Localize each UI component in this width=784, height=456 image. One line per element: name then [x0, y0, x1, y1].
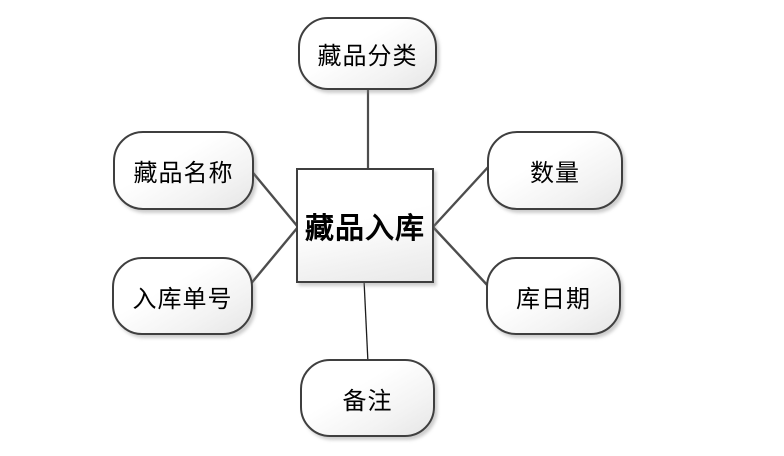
attribute-label-date: 库日期 — [516, 286, 591, 313]
attribute-node-quantity: 数量 — [487, 131, 623, 210]
attribute-node-orderno: 入库单号 — [112, 257, 253, 335]
attribute-node-remark: 备注 — [300, 359, 435, 437]
attribute-node-name: 藏品名称 — [113, 131, 254, 210]
attribute-label-category: 藏品分类 — [317, 44, 418, 70]
connector-name-center — [248, 167, 299, 228]
connector-quantity-center — [432, 164, 491, 228]
connector-date-center — [432, 226, 490, 288]
attribute-label-name: 藏品名称 — [133, 161, 234, 187]
connector-orderno-center — [248, 226, 299, 287]
attribute-node-date: 库日期 — [486, 257, 621, 335]
attribute-node-category: 藏品分类 — [298, 17, 437, 90]
entity-label: 藏品入库 — [304, 212, 425, 245]
entity-node-collection-storage: 藏品入库 — [296, 168, 434, 283]
attribute-label-remark: 备注 — [342, 388, 393, 415]
attribute-label-orderno: 入库单号 — [132, 286, 233, 313]
attribute-label-quantity: 数量 — [530, 161, 580, 187]
connector-remark-center — [363, 279, 369, 364]
